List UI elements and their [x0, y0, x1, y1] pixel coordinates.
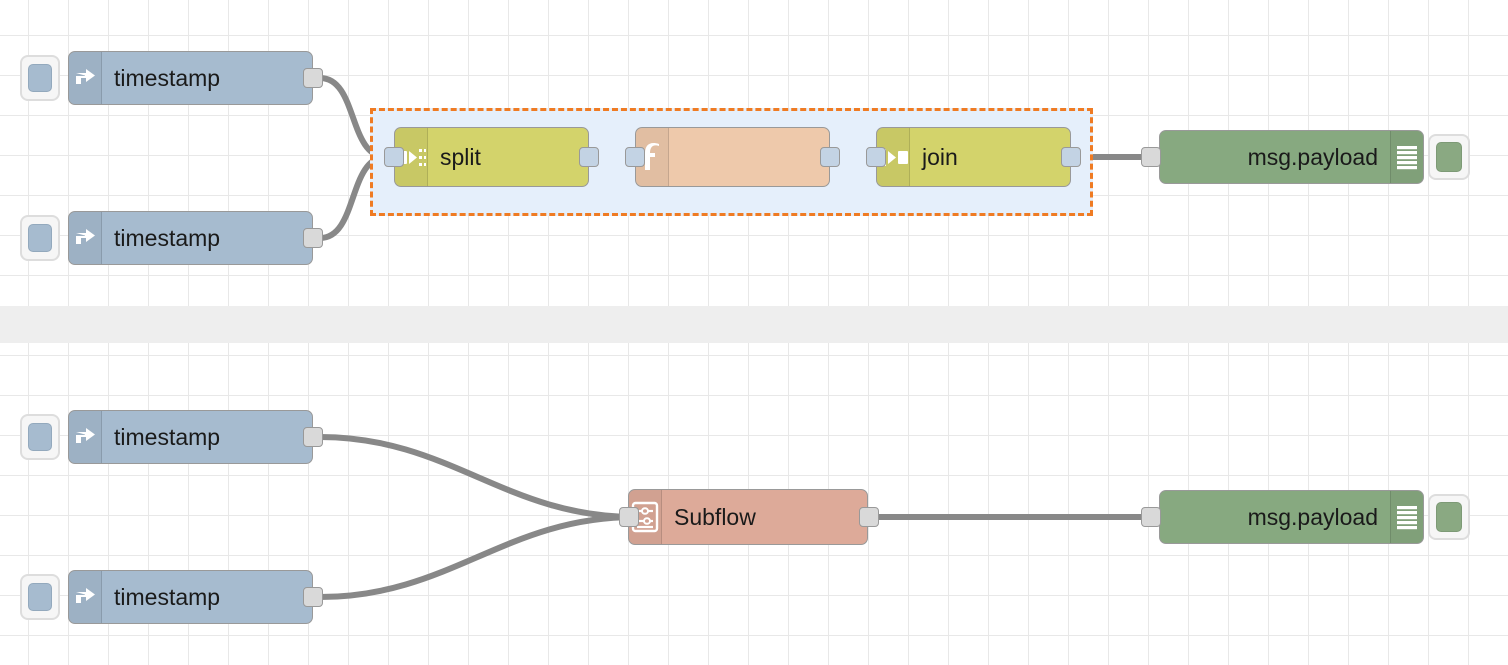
node-inject-1[interactable]: timestamp [68, 51, 313, 105]
output-port-split[interactable] [579, 147, 599, 167]
node-inject-4-label: timestamp [114, 583, 221, 610]
node-split[interactable]: split [394, 127, 589, 187]
node-split-label: split [440, 143, 481, 170]
inject-arrow-icon [69, 212, 102, 264]
node-debug-2[interactable]: msg.payload [1159, 490, 1424, 544]
inject-arrow-icon [69, 52, 102, 104]
debug-lines-icon [1390, 491, 1423, 543]
inject-button-3[interactable] [20, 414, 60, 460]
node-inject-4[interactable]: timestamp [68, 570, 313, 624]
node-function-label [669, 128, 829, 186]
output-port-inject-2[interactable] [303, 228, 323, 248]
node-inject-3[interactable]: timestamp [68, 410, 313, 464]
input-port-split[interactable] [384, 147, 404, 167]
node-inject-3-label: timestamp [114, 423, 221, 450]
wire-inject3-to-subflow [317, 434, 638, 520]
node-function[interactable] [635, 127, 830, 187]
input-port-function[interactable] [625, 147, 645, 167]
debug-toggle-knob [1436, 142, 1462, 172]
inject-button-knob [28, 583, 52, 611]
output-port-subflow[interactable] [859, 507, 879, 527]
inject-button-2[interactable] [20, 215, 60, 261]
output-port-join[interactable] [1061, 147, 1081, 167]
node-subflow-label: Subflow [674, 503, 756, 530]
node-debug-1-label: msg.payload [1247, 143, 1378, 170]
node-subflow[interactable]: Subflow [628, 489, 868, 545]
input-port-debug-2[interactable] [1141, 507, 1161, 527]
flow-separator-band [0, 306, 1508, 343]
node-inject-1-label: timestamp [114, 64, 221, 91]
output-port-inject-3[interactable] [303, 427, 323, 447]
node-join-label: join [922, 143, 958, 170]
output-port-inject-4[interactable] [303, 587, 323, 607]
output-port-function[interactable] [820, 147, 840, 167]
inject-arrow-icon [69, 571, 102, 623]
inject-button-knob [28, 423, 52, 451]
inject-arrow-icon [69, 411, 102, 463]
node-inject-2-label: timestamp [114, 224, 221, 251]
debug-toggle-button-2[interactable] [1428, 494, 1470, 540]
inject-button-knob [28, 64, 52, 92]
input-port-join[interactable] [866, 147, 886, 167]
node-debug-2-label: msg.payload [1247, 503, 1378, 530]
node-inject-2[interactable]: timestamp [68, 211, 313, 265]
input-port-subflow[interactable] [619, 507, 639, 527]
debug-lines-icon [1390, 131, 1423, 183]
inject-button-1[interactable] [20, 55, 60, 101]
output-port-inject-1[interactable] [303, 68, 323, 88]
node-join[interactable]: join [876, 127, 1071, 187]
debug-toggle-button-1[interactable] [1428, 134, 1470, 180]
inject-button-4[interactable] [20, 574, 60, 620]
node-debug-1[interactable]: msg.payload [1159, 130, 1424, 184]
inject-button-knob [28, 224, 52, 252]
wire-inject4-to-subflow [317, 514, 638, 600]
input-port-debug-1[interactable] [1141, 147, 1161, 167]
debug-toggle-knob [1436, 502, 1462, 532]
